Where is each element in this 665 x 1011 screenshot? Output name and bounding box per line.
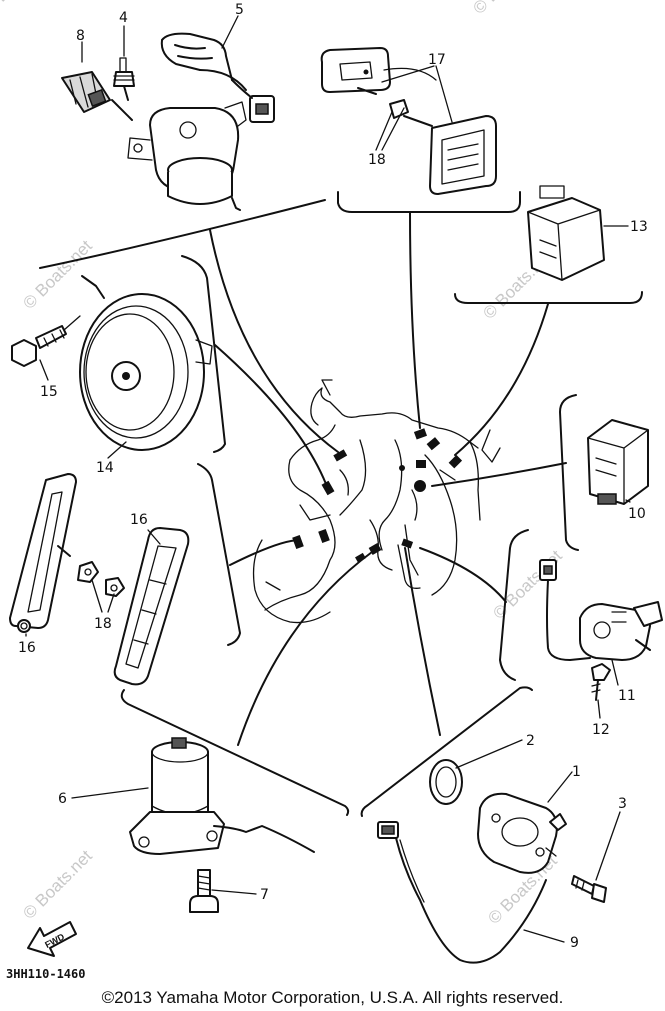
callout-5: 5 [235,2,244,18]
copyright-notice: ©2013 Yamaha Motor Corporation, U.S.A. A… [101,988,564,1007]
part-18-nuts-left [77,561,125,597]
part-17-lenses [320,47,497,195]
callout-8: 8 [76,28,85,44]
callout-18-top: 18 [368,152,386,168]
callout-17: 17 [428,52,446,68]
part-9-wire-lead [377,821,547,964]
watermark: © Boats.net [19,236,96,313]
callout-18-bottom: 18 [94,616,112,632]
part-16-reflector-right [113,527,190,686]
callout-10: 10 [628,506,646,522]
part-4-sensor [113,57,135,101]
callout-2: 2 [526,733,535,749]
central-connectors [292,428,463,563]
callout-11: 11 [618,688,636,704]
part-2-o-ring [429,759,463,805]
callout-7: 7 [260,887,269,903]
watermark: © Boats.net [0,0,56,18]
part-13-relay [527,185,605,281]
part-10-relay [587,419,649,505]
watermark: © Boats.net [19,846,96,923]
part-3-screw [571,875,607,903]
callout-13: 13 [630,219,648,235]
part-16-reflector-left [9,473,77,633]
part-6-solenoid [129,737,315,855]
watermark: © Boats.net [469,0,546,18]
callout-14: 14 [96,460,114,476]
callout-leaders [25,15,631,943]
central-frame [252,379,501,624]
part-11-switch [539,559,663,661]
callout-4: 4 [119,10,128,26]
forward-arrow: FWD [27,921,77,957]
callout-3: 3 [618,796,627,812]
part-8-switch [61,71,133,121]
callout-15: 15 [40,384,58,400]
callout-16-left: 16 [18,640,36,656]
part-15-bolt [11,315,81,367]
part-1-sensor [477,792,567,874]
part-5-assembly [127,32,275,211]
callout-6: 6 [58,791,67,807]
leader-lines [209,211,567,746]
drawing-code: 3HH110-1460 [6,967,85,981]
callout-numbers: 8 4 5 17 18 13 15 14 16 18 16 10 11 12 6… [18,2,648,951]
callout-9: 9 [570,935,579,951]
part-14-horn [79,275,213,451]
watermark: © Boats.net [489,546,566,623]
group-brackets [39,191,643,817]
part-7-bolt [189,869,219,913]
callout-16-right: 16 [130,512,148,528]
callout-12: 12 [592,722,610,738]
part-12-screw [591,663,611,701]
callout-1: 1 [572,764,581,780]
